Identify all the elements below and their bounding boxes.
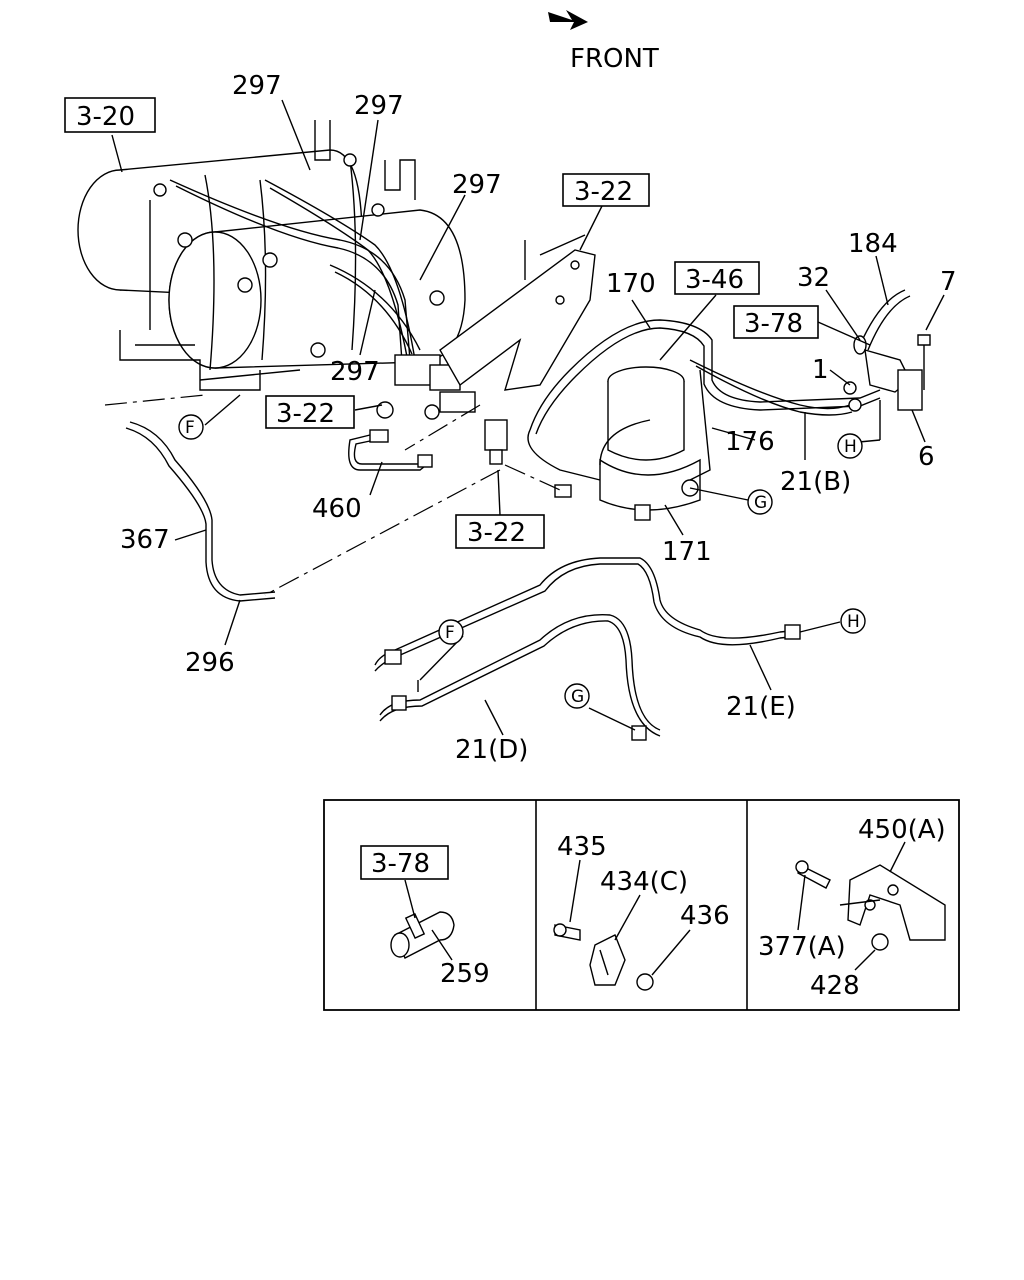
bracket-3-22 [439, 234, 596, 391]
part-label-296: 296 [185, 648, 235, 678]
svg-text:3-46: 3-46 [685, 265, 744, 295]
ref-box-3-20[interactable]: 3-20 [64, 97, 156, 133]
part-label-297: 297 [354, 91, 404, 121]
svg-text:3-22: 3-22 [276, 399, 335, 429]
part-label-435: 435 [557, 832, 607, 862]
svg-text:3-78: 3-78 [744, 309, 803, 339]
dashed-leaders [104, 394, 561, 596]
ref-box-3-78-inset[interactable]: 3-78 [360, 845, 449, 880]
svg-text:F: F [185, 418, 195, 438]
pipe-460 [348, 429, 433, 471]
part-label-1: 1 [812, 355, 829, 385]
callout-h[interactable]: H [840, 608, 866, 634]
ref-box-3-78[interactable]: 3-78 [733, 305, 819, 339]
pipe-367-296 [125, 421, 276, 602]
svg-text:3-22: 3-22 [574, 177, 633, 207]
callout-g[interactable]: G [564, 683, 590, 709]
ref-box-3-22-top[interactable]: 3-22 [562, 173, 650, 207]
svg-text:H: H [847, 612, 860, 632]
ref-box-3-22-mid[interactable]: 3-22 [265, 395, 355, 429]
part-label-259: 259 [440, 959, 490, 989]
part-label-184: 184 [848, 229, 898, 259]
callout-f[interactable]: F [438, 619, 464, 645]
part-label-170: 170 [606, 269, 656, 299]
valve-block [376, 354, 476, 420]
svg-text:3-22: 3-22 [467, 518, 526, 548]
part-label-171: 171 [662, 537, 712, 567]
callout-h[interactable]: H [837, 433, 863, 459]
pipes-right [527, 319, 881, 481]
front-arrow-icon [548, 10, 588, 30]
bracket-450a-assembly [795, 841, 946, 971]
svg-text:F: F [445, 623, 455, 643]
front-label: FRONT [570, 44, 659, 74]
part-label-6: 6 [918, 442, 935, 472]
air-tank-assembly [77, 120, 466, 391]
pipe-297-bundle [169, 179, 421, 363]
part-label-367: 367 [120, 525, 170, 555]
part-label-434c: 434(C) [600, 867, 688, 897]
part-label-21b: 21(B) [780, 467, 851, 497]
pipe-184-assembly [843, 289, 931, 412]
part-label-377a: 377(A) [758, 932, 846, 962]
part-label-450a: 450(A) [858, 815, 946, 845]
part-label-21d: 21(D) [455, 735, 528, 765]
pipe-21e [374, 557, 801, 672]
svg-text:G: G [571, 687, 584, 707]
part-label-32: 32 [797, 263, 830, 293]
part-label-297: 297 [232, 71, 282, 101]
clip-assembly [553, 859, 691, 991]
part-label-297: 297 [452, 170, 502, 200]
part-label-176: 176 [725, 427, 775, 457]
part-label-428: 428 [810, 971, 860, 1001]
svg-text:3-78: 3-78 [371, 849, 430, 879]
part-label-460: 460 [312, 494, 362, 524]
hose-259 [390, 879, 455, 961]
callout-g[interactable]: G [747, 489, 773, 515]
ref-box-3-22-bottom[interactable]: 3-22 [455, 514, 545, 549]
air-dryer [599, 366, 701, 521]
connector-3-22 [484, 419, 572, 498]
ref-box-3-46[interactable]: 3-46 [674, 261, 760, 295]
leader-lines [111, 99, 945, 736]
callout-f[interactable]: F [178, 414, 204, 440]
svg-text:3-20: 3-20 [76, 102, 135, 132]
svg-text:G: G [754, 493, 767, 513]
svg-text:H: H [844, 437, 857, 457]
pipe-21d [379, 614, 661, 741]
part-label-297: 297 [330, 357, 380, 387]
part-label-436: 436 [680, 901, 730, 931]
part-label-7: 7 [940, 267, 957, 297]
part-label-21e: 21(E) [726, 692, 796, 722]
